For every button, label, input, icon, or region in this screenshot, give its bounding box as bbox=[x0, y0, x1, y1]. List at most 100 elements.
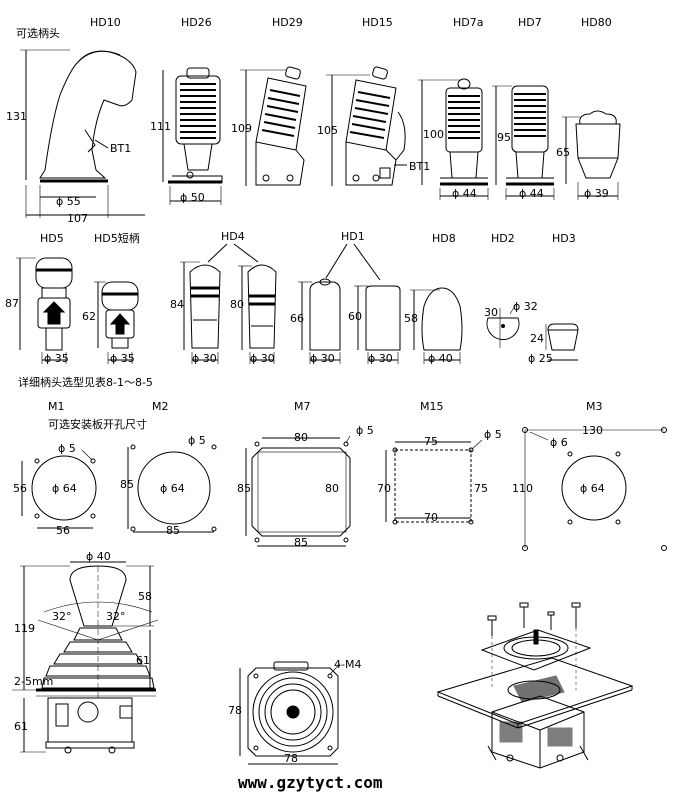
joystick-base-top-view: 4-M4 78 78 bbox=[228, 658, 361, 765]
hd4-base-a: ϕ 30 bbox=[192, 352, 217, 365]
m7-right: 80 bbox=[325, 482, 339, 495]
hd10-bt1: BT1 bbox=[110, 142, 131, 155]
hd5-height: 87 bbox=[5, 297, 19, 310]
hd10-width: 107 bbox=[67, 212, 88, 225]
assembly-angle-left: 32° bbox=[52, 610, 72, 623]
base-width: 78 bbox=[284, 752, 298, 765]
hd1-height-b: 60 bbox=[348, 310, 362, 323]
m1-label: M1 bbox=[48, 400, 65, 413]
hd5s-height: 62 bbox=[82, 310, 96, 323]
hd80-base: ϕ 39 bbox=[584, 187, 609, 200]
hd26-base: ϕ 50 bbox=[180, 191, 205, 204]
hd15-bt1: BT1 bbox=[409, 160, 430, 173]
hd4-height-a: 84 bbox=[170, 298, 184, 311]
m7-left: 85 bbox=[237, 482, 251, 495]
m3-hole: ϕ 6 bbox=[550, 436, 568, 449]
hd10-base: ϕ 55 bbox=[56, 195, 81, 208]
assembly-panel-thickness: 2-5mm bbox=[14, 675, 53, 688]
handle-hd29: HD29 109 bbox=[231, 16, 307, 186]
hd1-label: HD1 bbox=[341, 230, 365, 243]
hd26-label: HD26 bbox=[181, 16, 212, 29]
hd2-label: HD2 bbox=[491, 232, 515, 245]
hd29-height: 109 bbox=[231, 122, 252, 135]
hd15-label: HD15 bbox=[362, 16, 393, 29]
cutout-m1: M1 ϕ 64 ϕ 5 56 56 bbox=[13, 400, 97, 537]
hd8-label: HD8 bbox=[432, 232, 456, 245]
m1-hole: ϕ 5 bbox=[58, 442, 76, 455]
cutout-m2: M2 ϕ 64 ϕ 5 85 85 bbox=[120, 400, 217, 537]
m1-height: 56 bbox=[13, 482, 27, 495]
m2-label: M2 bbox=[152, 400, 169, 413]
m7-bottom: 85 bbox=[294, 536, 308, 549]
handle-hd10: HD10 BT1 131 ϕ 55 107 bbox=[6, 16, 145, 225]
hd7a-label: HD7a bbox=[453, 16, 483, 29]
handle-hd15: HD15 BT1 105 bbox=[317, 16, 430, 186]
m3-left: 110 bbox=[512, 482, 533, 495]
m1-center: ϕ 64 bbox=[52, 482, 77, 495]
m15-left: 70 bbox=[377, 482, 391, 495]
hd4-height-b: 80 bbox=[230, 298, 244, 311]
m15-right: 75 bbox=[474, 482, 488, 495]
hd5s-label: HD5短柄 bbox=[94, 231, 140, 245]
m2-height: 85 bbox=[120, 478, 134, 491]
cutout-m7: M7 80 ϕ 5 85 80 85 bbox=[237, 400, 374, 549]
assembly-knob-height: 58 bbox=[138, 590, 152, 603]
hd2-height: 30 bbox=[484, 306, 498, 319]
m2-center: ϕ 64 bbox=[160, 482, 185, 495]
assembly-top-dia: ϕ 40 bbox=[86, 550, 111, 563]
assembly-total-height: 119 bbox=[14, 622, 35, 635]
m7-label: M7 bbox=[294, 400, 311, 413]
handle-hd26: HD26 111 ϕ 50 bbox=[150, 16, 223, 205]
m2-width: 85 bbox=[166, 524, 180, 537]
handle-hd5-short: HD5短柄 62 ϕ 35 bbox=[82, 231, 140, 365]
m15-top: 75 bbox=[424, 435, 438, 448]
hd8-base: ϕ 40 bbox=[428, 352, 453, 365]
handle-hd80: HD80 65 ϕ 39 bbox=[556, 16, 621, 200]
hd10-label: HD10 bbox=[90, 16, 121, 29]
hd5-base: ϕ 35 bbox=[44, 352, 69, 365]
m7-hole: ϕ 5 bbox=[356, 424, 374, 437]
assembly-lower-height: 61 bbox=[14, 720, 28, 733]
assembly-angle-right: 32° bbox=[106, 610, 126, 623]
handle-hd5: HD5 87 ϕ 35 bbox=[5, 232, 73, 365]
hd8-height: 58 bbox=[404, 312, 418, 325]
handle-table-note: 详细柄头选型见表8-1～8-5 bbox=[18, 375, 153, 389]
m15-label: M15 bbox=[420, 400, 444, 413]
website-url: www.gzytyct.com bbox=[238, 773, 383, 792]
joystick-assembly-side-view: ϕ 40 32° 32° 58 61 119 2-5mm bbox=[12, 550, 159, 754]
hd7-height: 95 bbox=[497, 131, 511, 144]
hd29-label: HD29 bbox=[272, 16, 303, 29]
hd26-height: 111 bbox=[150, 120, 171, 133]
hd7a-height: 100 bbox=[423, 128, 444, 141]
m2-hole: ϕ 5 bbox=[188, 434, 206, 447]
hd3-label: HD3 bbox=[552, 232, 576, 245]
hd80-label: HD80 bbox=[581, 16, 612, 29]
hd7-label: HD7 bbox=[518, 16, 542, 29]
panel-cutout-caption: 可选安装板开孔尺寸 bbox=[48, 417, 147, 431]
hd3-base: ϕ 25 bbox=[528, 352, 553, 365]
optional-handles-caption: 可选柄头 bbox=[16, 27, 60, 40]
cutout-m3: M3 ϕ 64 130 ϕ 6 110 bbox=[512, 400, 667, 551]
exploded-isometric-view bbox=[436, 602, 634, 769]
handle-hd4: HD4 84 80 ϕ 30 ϕ 30 bbox=[170, 230, 277, 365]
hd2-dia: ϕ 32 bbox=[513, 300, 538, 313]
base-height: 78 bbox=[228, 704, 242, 717]
hd1-height-a: 66 bbox=[290, 312, 304, 325]
handle-hd3: HD3 24 ϕ 25 bbox=[528, 232, 579, 365]
hd80-height: 65 bbox=[556, 146, 570, 159]
handle-hd8: HD8 58 ϕ 40 bbox=[404, 232, 463, 365]
m7-top: 80 bbox=[294, 431, 308, 444]
m3-label: M3 bbox=[586, 400, 603, 413]
hd15-height: 105 bbox=[317, 124, 338, 137]
base-screws: 4-M4 bbox=[334, 658, 361, 671]
hd7-base: ϕ 44 bbox=[519, 187, 544, 200]
hd10-height: 131 bbox=[6, 110, 27, 123]
hd3-height: 24 bbox=[530, 332, 544, 345]
hd1-base-b: ϕ 30 bbox=[368, 352, 393, 365]
hd5s-base: ϕ 35 bbox=[110, 352, 135, 365]
hd5-label: HD5 bbox=[40, 232, 64, 245]
m15-bottom: 70 bbox=[424, 511, 438, 524]
hd1-base-a: ϕ 30 bbox=[310, 352, 335, 365]
m1-width: 56 bbox=[56, 524, 70, 537]
